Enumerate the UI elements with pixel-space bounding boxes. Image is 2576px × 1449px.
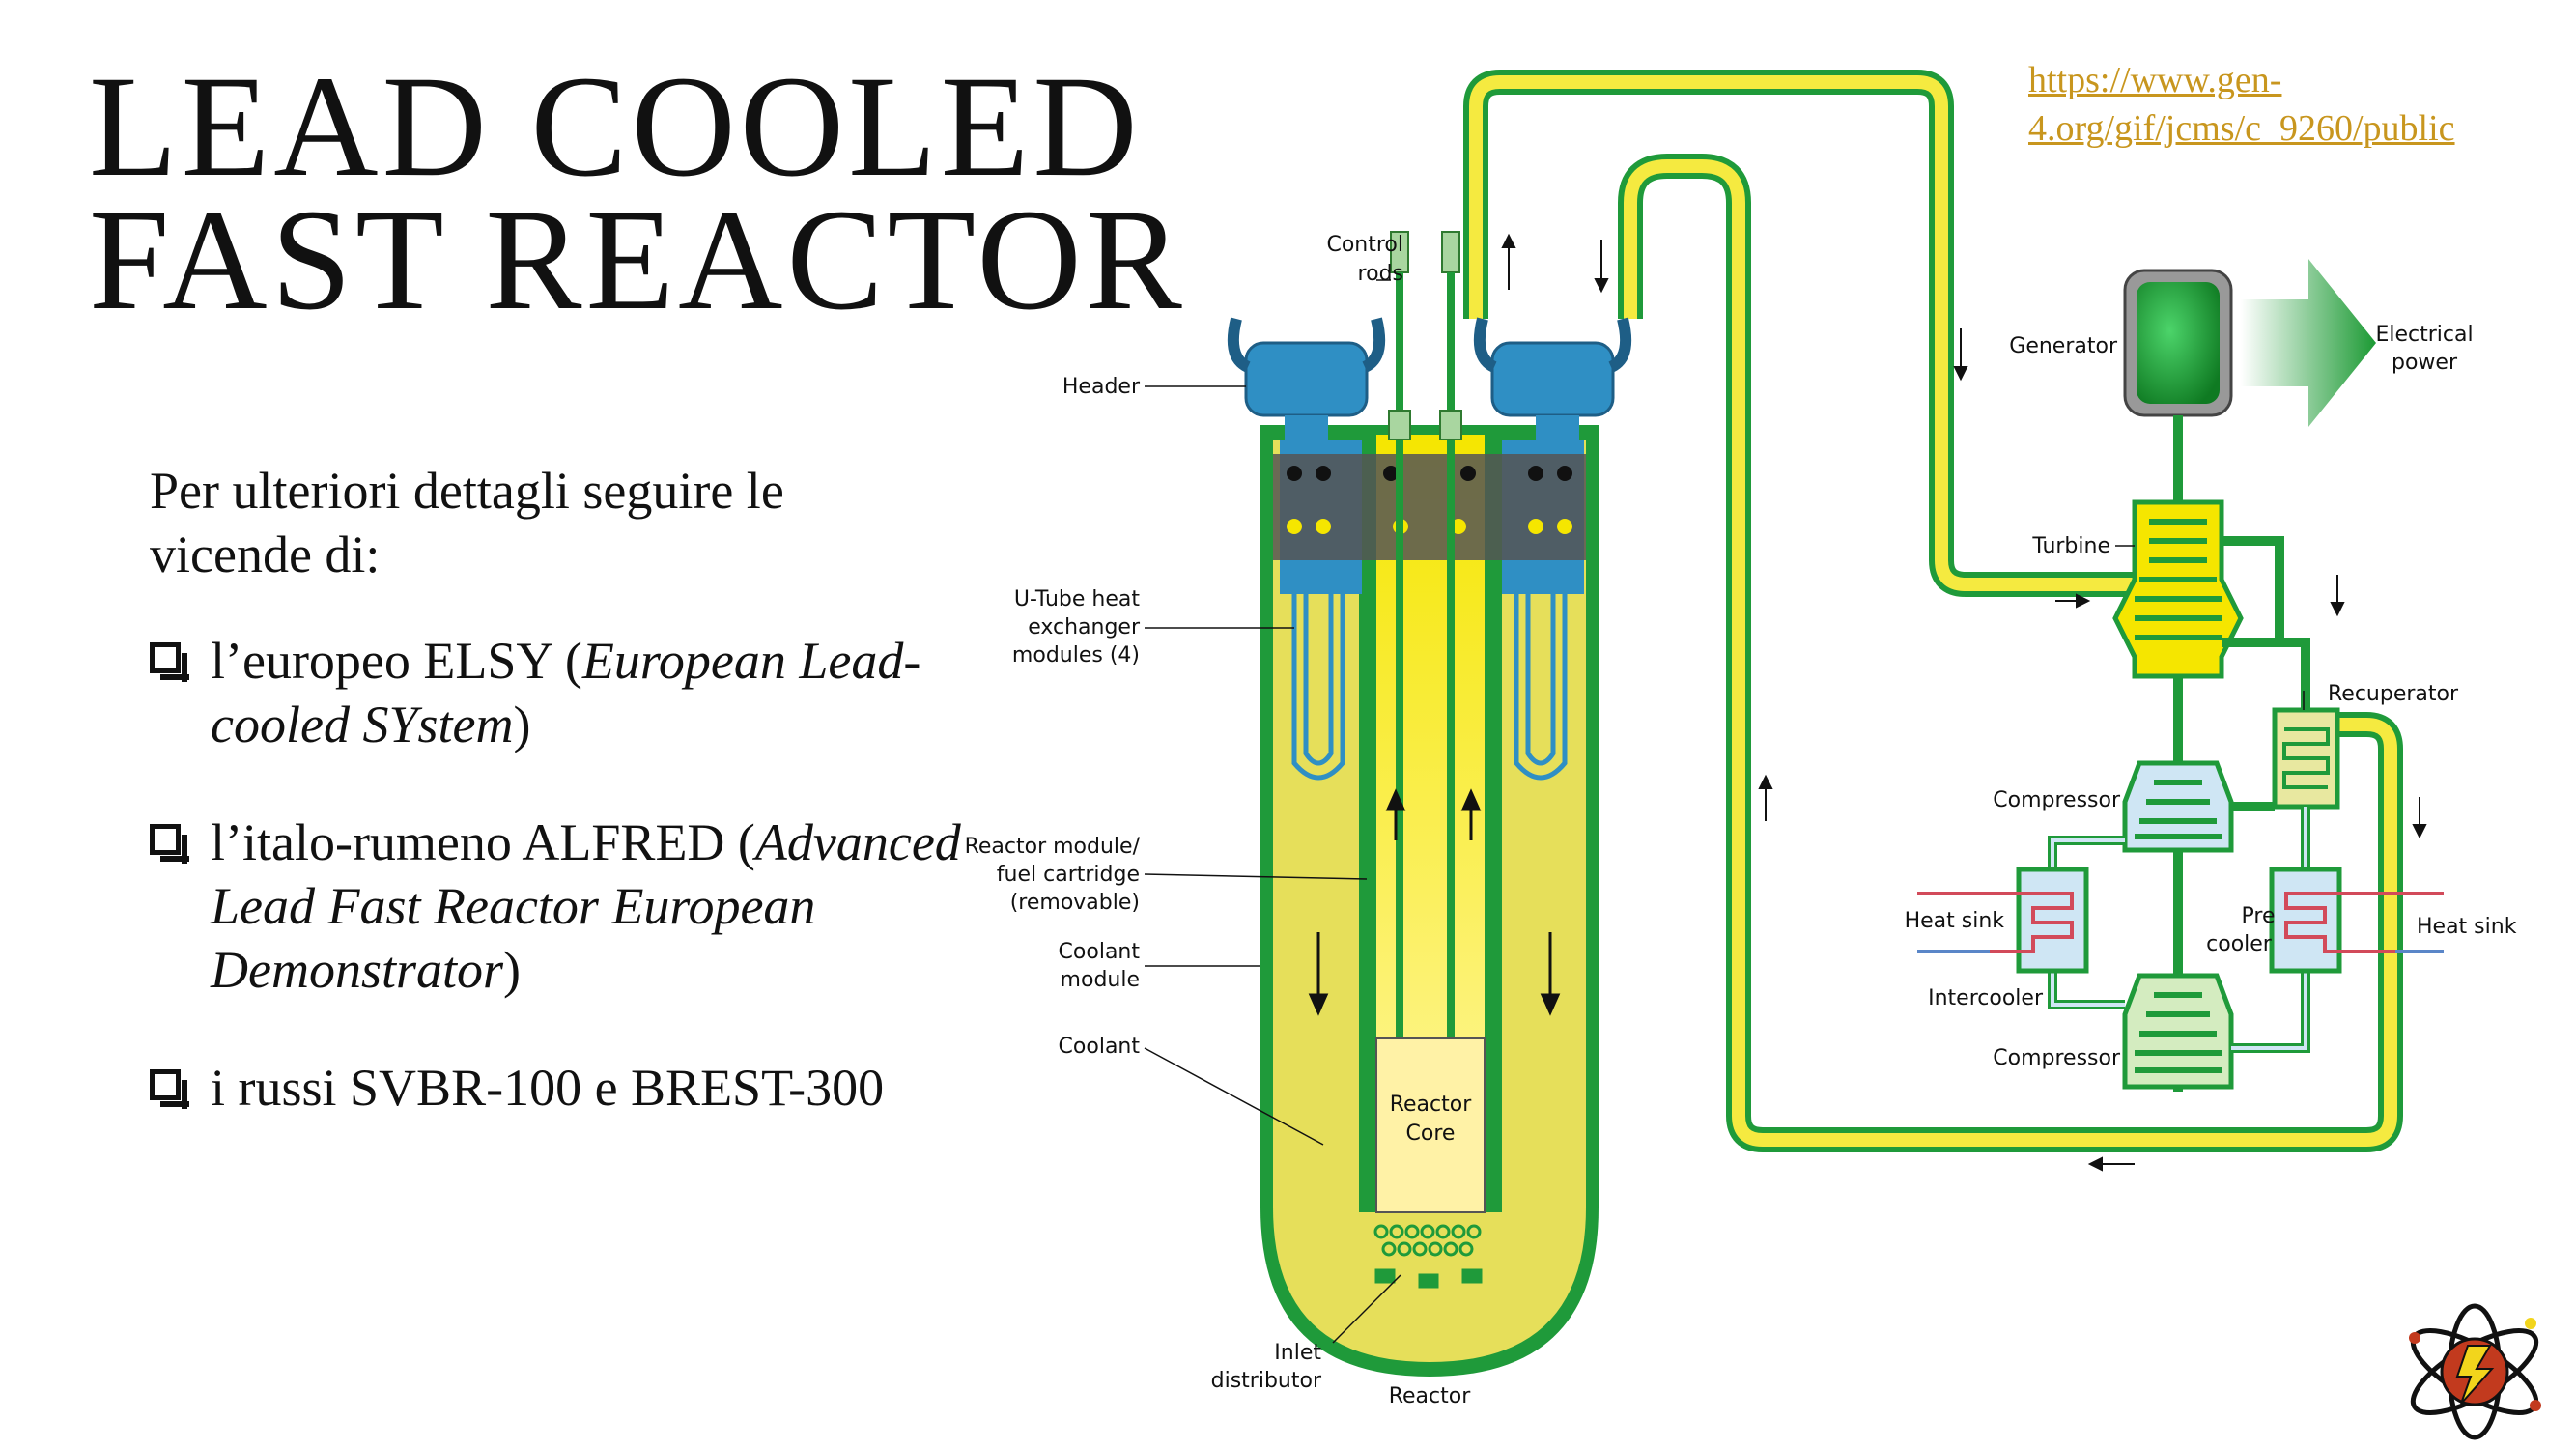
leader-lines — [1144, 279, 2305, 1344]
body-text: Per ulteriori dettagli seguire le vicend… — [150, 459, 1000, 1174]
label-pre-cooler-2: cooler — [2206, 932, 2273, 956]
bullet-text-after: ) — [513, 696, 531, 753]
source-link-line-2: 4.org/gif/jcms/c_9260/public — [2028, 108, 2455, 149]
intercooler — [1917, 867, 2089, 974]
precooler — [2269, 867, 2444, 974]
checkbox-bullet-icon — [150, 642, 189, 682]
diagram-labels: Control rods Header U-Tube heat exchange… — [965, 233, 2517, 1408]
utube-heat-exchanger-left — [1291, 580, 1345, 781]
label-inlet-2: distributor — [1211, 1369, 1322, 1393]
label-reactor-module-1: Reactor module/ — [965, 835, 1141, 859]
reactor-core — [1375, 1037, 1486, 1213]
bullet-svbr-brest: i russi SVBR-100 e BREST-300 — [150, 1056, 1000, 1120]
bullet-elsy: l’europeo ELSY (European Lead-cooled SYs… — [150, 629, 1000, 756]
label-recuperator: Recuperator — [2328, 682, 2459, 706]
vessel-flow-arrows — [1308, 788, 1561, 1016]
intro-line-2: vicende di: — [150, 526, 381, 583]
label-electrical-1: Electrical — [2375, 323, 2473, 347]
label-heat-sink-left: Heat sink — [1905, 909, 2005, 933]
label-pre-cooler-1: Pre — [2242, 904, 2276, 928]
label-coolant: Coolant — [1059, 1035, 1141, 1059]
label-reactor-module-2: fuel cartridge — [997, 863, 1140, 887]
source-link[interactable]: https://www.gen- 4.org/gif/jcms/c_9260/p… — [2028, 56, 2455, 153]
checkbox-bullet-icon — [150, 1069, 189, 1109]
compressor-top — [2122, 760, 2234, 853]
gas-loop-pipes-inner — [2051, 807, 2307, 1050]
label-intercooler: Intercooler — [1928, 986, 2044, 1010]
label-reactor-core-2: Core — [1406, 1122, 1456, 1146]
label-inlet-1: Inlet — [1274, 1341, 1321, 1365]
inlet-distributor — [1373, 1224, 1483, 1289]
primary-pipe-inner — [1618, 154, 2403, 1152]
label-compressor-top: Compressor — [1993, 788, 2121, 812]
primary-pipe-outer — [1463, 70, 2139, 597]
atom-logo-icon — [2409, 1303, 2541, 1440]
control-rods — [1388, 231, 1462, 1082]
label-reactor-module-3: (removable) — [1010, 891, 1140, 915]
bullet-text-after: ) — [503, 941, 521, 999]
source-link-line-1: https://www.gen- — [2028, 60, 2282, 100]
label-electrical-2: power — [2392, 351, 2458, 375]
label-compressor-bottom: Compressor — [1993, 1046, 2121, 1070]
label-reactor-core-1: Reactor — [1390, 1093, 1472, 1117]
label-control-rods-1: Control — [1326, 233, 1403, 257]
label-utube-2: exchanger — [1028, 615, 1141, 639]
bullet-alfred: l’italo-rumeno ALFRED (Advanced Lead Fas… — [150, 810, 1000, 1002]
pipe-flow-arrows — [1501, 233, 2427, 1172]
electrical-power-arrow-icon — [2241, 259, 2376, 427]
bullet-text: l’italo-rumeno ALFRED ( — [211, 813, 755, 871]
bullet-text: l’europeo ELSY ( — [211, 632, 582, 690]
label-turbine: Turbine — [2031, 534, 2110, 558]
recuperator — [2272, 707, 2340, 810]
label-coolant-module-2: module — [1061, 968, 1140, 992]
bullet-text: i russi SVBR-100 e BREST-300 — [211, 1059, 885, 1117]
label-coolant-module-1: Coolant — [1059, 940, 1141, 964]
bullet-italic-text: Advanced Lead Fast Reactor European Demo… — [211, 813, 961, 999]
title-line-2: fast reactor — [89, 180, 1186, 340]
pump-band — [1273, 454, 1586, 560]
label-utube-1: U-Tube heat — [1014, 587, 1141, 611]
bullet-italic-text: European Lead-cooled SYstem — [211, 632, 921, 753]
generator — [2123, 269, 2233, 502]
intro-line-1: Per ulteriori dettagli seguire le — [150, 462, 784, 520]
turbine — [2112, 499, 2244, 1092]
slide-title: Lead cooled fast reactor — [89, 46, 1186, 340]
checkbox-bullet-icon — [150, 824, 189, 864]
label-reactor: Reactor — [1389, 1384, 1471, 1408]
label-control-rods-2: rods — [1358, 262, 1403, 286]
label-utube-3: modules (4) — [1012, 643, 1140, 668]
label-heat-sink-right: Heat sink — [2417, 915, 2517, 939]
label-header: Header — [1062, 375, 1141, 399]
compressor-bottom — [2122, 973, 2234, 1090]
intro-paragraph: Per ulteriori dettagli seguire le vicend… — [150, 459, 1000, 586]
utube-heat-exchanger-right — [1514, 580, 1568, 781]
label-generator: Generator — [2009, 334, 2118, 358]
title-line-1: Lead cooled — [89, 46, 1142, 207]
